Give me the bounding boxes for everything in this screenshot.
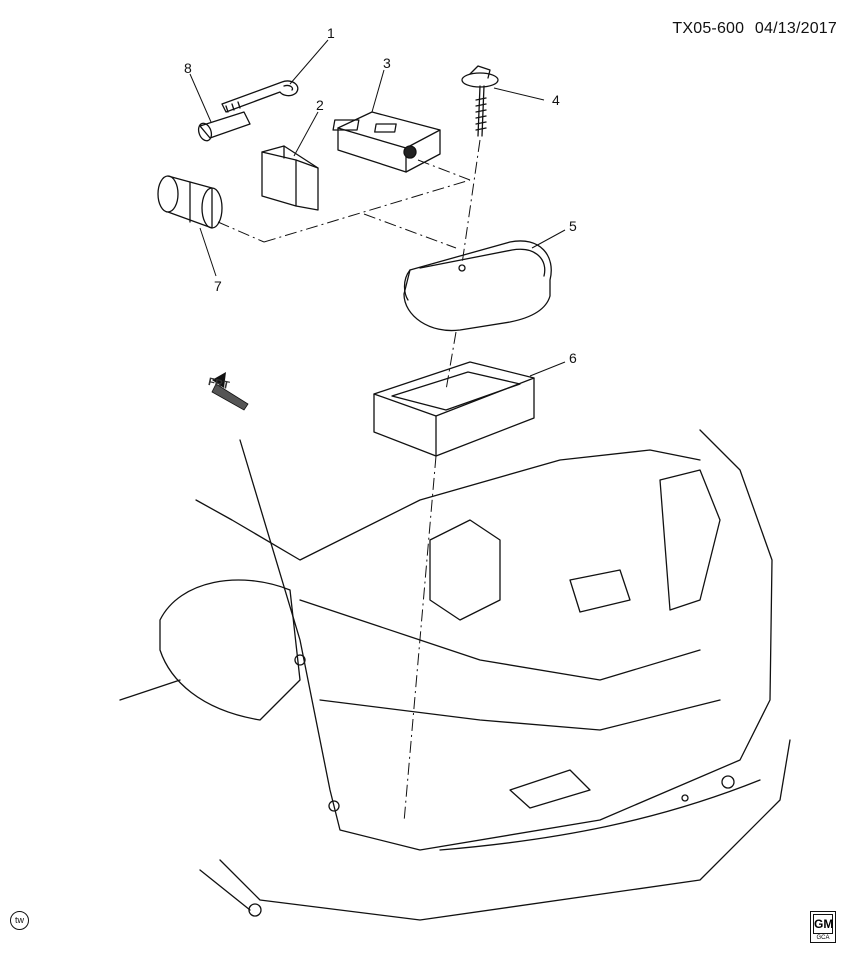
- wing-bolt-part-4: [461, 65, 499, 137]
- diagram-code: TX05-600 04/13/2017: [666, 20, 837, 38]
- extension-part-8: [197, 111, 251, 142]
- gm-logo-sub: GCA: [816, 935, 830, 941]
- diagram-date: 04/13/2017: [754, 20, 837, 37]
- gm-logo: GM GCA: [810, 911, 836, 943]
- gm-logo-text: GM: [813, 914, 833, 934]
- callout-3: 3: [383, 55, 391, 71]
- callout-2: 2: [316, 97, 324, 113]
- callout-6: 6: [569, 350, 577, 366]
- bracket-part-2: [261, 145, 319, 211]
- tw-logo: tw: [10, 911, 29, 930]
- storage-tray-part-6: [373, 361, 535, 457]
- callout-5: 5: [569, 218, 577, 234]
- compressor-part-7: [157, 175, 223, 229]
- front-arrow: [211, 372, 249, 411]
- jack-part-3: [332, 111, 441, 173]
- callout-8: 8: [184, 60, 192, 76]
- foam-container-part-5: [403, 240, 552, 332]
- callout-1: 1: [327, 25, 335, 41]
- diagram-id: TX05-600: [672, 20, 745, 37]
- callout-4: 4: [552, 92, 560, 108]
- callout-7: 7: [214, 278, 222, 294]
- jack-handle-part-1: [221, 80, 299, 113]
- vehicle-cargo-area: [119, 429, 791, 921]
